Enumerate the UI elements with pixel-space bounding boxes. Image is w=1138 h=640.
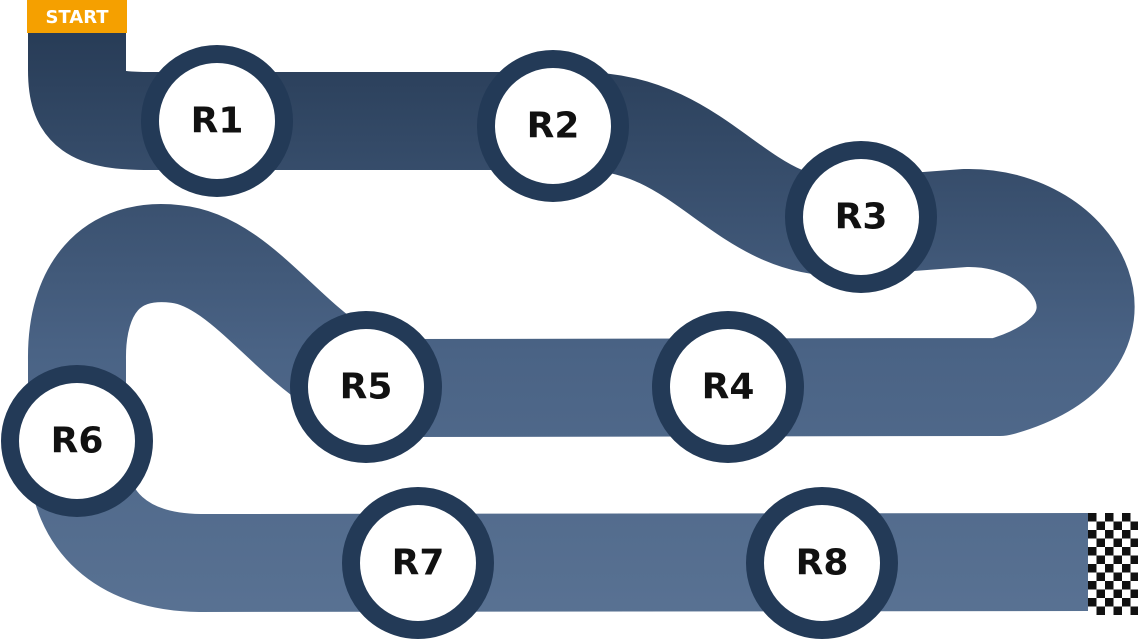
flag-square [1096,572,1105,581]
flag-square [1113,589,1122,598]
round-node-ring [141,45,293,197]
round-node-r4[interactable]: R4 [652,311,804,463]
flag-square [1122,598,1131,607]
flag-square [1088,547,1097,556]
round-label-r8: R8 [796,543,849,584]
flag-square [1122,513,1131,522]
flag-square [1096,589,1105,598]
flag-square [1088,564,1097,573]
flag-square [1113,521,1122,530]
flag-square [1096,538,1105,547]
flag-square [1096,555,1105,564]
round-node-ring [1,365,153,517]
flag-square [1105,530,1114,539]
round-node-ring [477,50,629,202]
flag-square [1105,547,1114,556]
flag-square [1122,581,1131,590]
flag-square [1113,572,1122,581]
flag-square [1113,538,1122,547]
flag-square [1105,564,1114,573]
flag-square [1130,521,1138,530]
round-node-r3[interactable]: R3 [785,141,937,293]
round-label-r7: R7 [392,543,445,584]
flag-square [1130,555,1138,564]
round-node-ring [342,487,494,639]
round-label-r6: R6 [51,421,104,462]
flag-square [1105,581,1114,590]
checkered-flag-icon [1088,513,1138,615]
flag-square [1088,581,1097,590]
round-node-ring [746,487,898,639]
flag-square [1122,564,1131,573]
round-label-r4: R4 [702,367,755,408]
flag-square [1130,606,1138,615]
flag-square [1122,530,1131,539]
flag-square [1130,538,1138,547]
round-label-r3: R3 [835,197,888,238]
flag-square [1113,606,1122,615]
flag-square [1130,589,1138,598]
race-track-path [28,21,1135,612]
round-node-r5[interactable]: R5 [290,311,442,463]
flag-square [1088,530,1097,539]
round-node-ring [652,311,804,463]
flag-square [1096,521,1105,530]
round-node-r6[interactable]: R6 [1,365,153,517]
start-label: START [45,7,109,28]
flag-square [1088,513,1097,522]
round-node-r2[interactable]: R2 [477,50,629,202]
round-label-r2: R2 [527,106,580,147]
start-badge: START [27,0,127,33]
flag-square [1105,598,1114,607]
round-node-r1[interactable]: R1 [141,45,293,197]
round-node-ring [785,141,937,293]
flag-square [1122,547,1131,556]
flag-square [1105,513,1114,522]
round-label-r5: R5 [340,367,393,408]
flag-square [1130,572,1138,581]
round-node-ring [290,311,442,463]
flag-square [1088,598,1097,607]
flag-square [1113,555,1122,564]
round-label-r1: R1 [191,101,244,142]
flag-square [1096,606,1105,615]
round-node-r8[interactable]: R8 [746,487,898,639]
round-node-r7[interactable]: R7 [342,487,494,639]
